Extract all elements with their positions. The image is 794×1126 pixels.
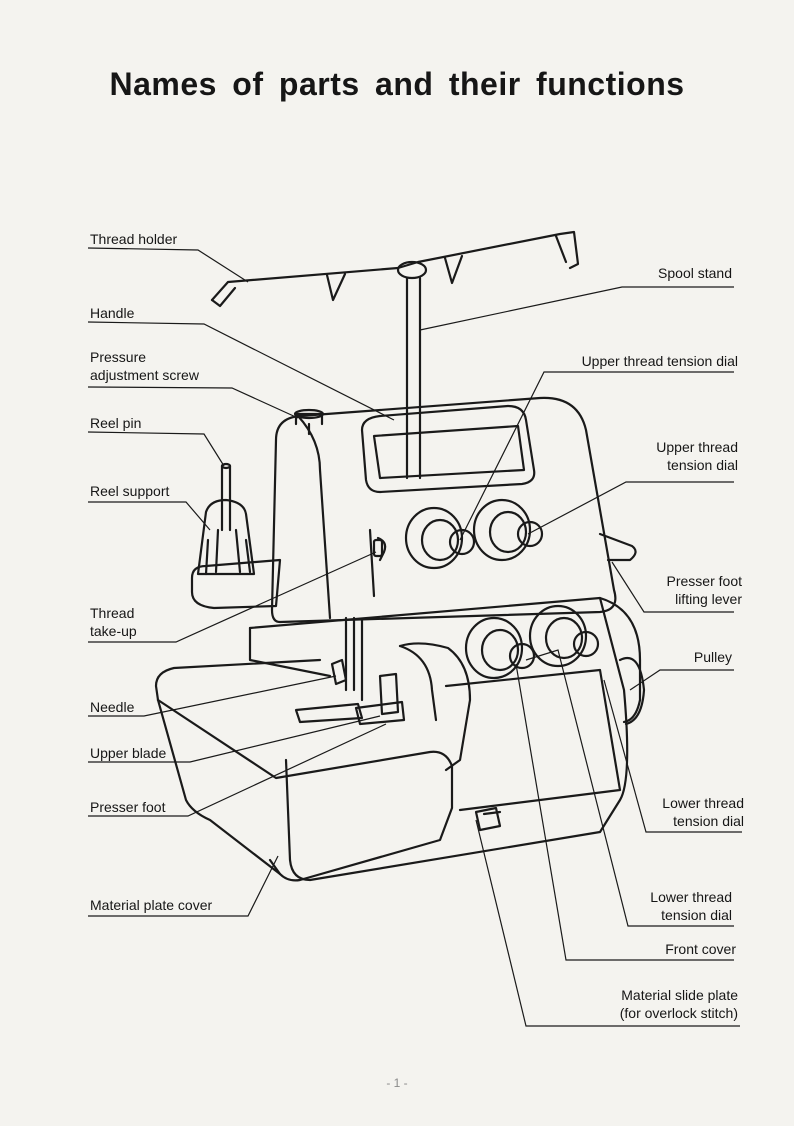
- page-title: Names of parts and their functions: [109, 66, 685, 102]
- label-thread-holder: Thread holder: [90, 231, 178, 247]
- label-pulley: Pulley: [693, 649, 732, 665]
- machine-upper-body: [270, 396, 617, 624]
- label-material-slide-plate: Material slide plate (for overlock stitc…: [619, 987, 738, 1021]
- label-lower-thread-tension-dial-left: Lower thread tension dial: [650, 889, 732, 923]
- label-front-cover: Front cover: [665, 941, 736, 957]
- label-spool-stand: Spool stand: [658, 265, 732, 281]
- presser-foot-lifting-lever: [598, 532, 637, 562]
- thread-holder-wire: [210, 230, 580, 308]
- thread-take-up: [368, 528, 387, 598]
- spool-stand-pole: [405, 276, 422, 480]
- label-presser-foot: Presser foot: [90, 799, 166, 815]
- label-presser-foot-lifting-lever: Presser foot lifting lever: [666, 573, 742, 607]
- label-needle: Needle: [90, 699, 135, 715]
- label-material-plate-cover: Material plate cover: [90, 897, 213, 913]
- label-upper-thread-tension-dial-right: Upper thread tension dial: [656, 439, 738, 473]
- label-pressure-adjustment-screw: Pressure adjustment screw: [90, 349, 199, 383]
- page-number: - 1 -: [386, 1076, 408, 1090]
- label-thread-take-up: Thread take-up: [90, 605, 137, 639]
- label-lower-thread-tension-dial-right: Lower thread tension dial: [662, 795, 744, 829]
- upper-tension-dials: [404, 498, 544, 570]
- label-upper-thread-tension-dial-left: Upper thread tension dial: [581, 353, 738, 369]
- reel-support: [190, 462, 282, 610]
- material-plate-cover: [154, 658, 454, 882]
- machine-lower-body: [248, 596, 646, 882]
- leader-lines: [87, 247, 742, 1027]
- label-handle: Handle: [90, 305, 135, 321]
- needle-assembly: [330, 616, 472, 772]
- label-reel-pin: Reel pin: [90, 415, 142, 431]
- label-upper-blade: Upper blade: [90, 745, 167, 761]
- label-reel-support: Reel support: [90, 483, 170, 499]
